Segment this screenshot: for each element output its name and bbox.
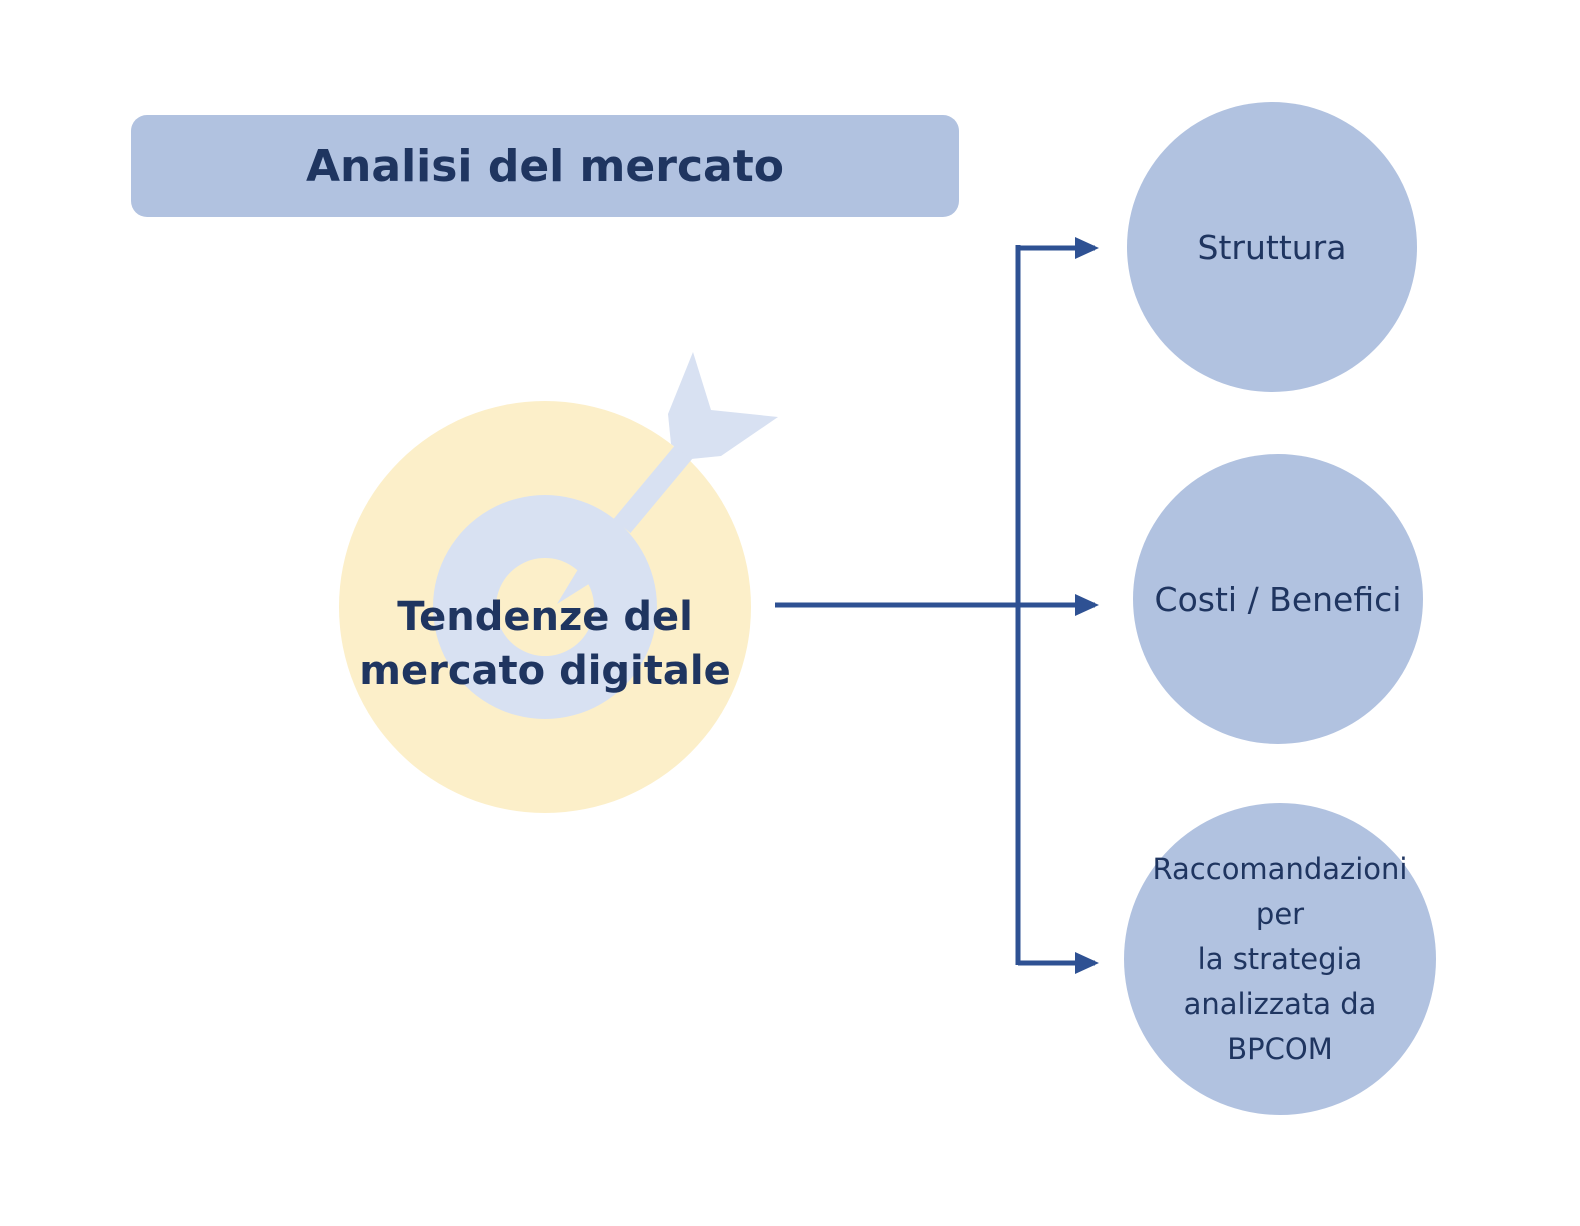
arrow-shaft [613,434,701,534]
node-label: Struttura [1197,227,1347,267]
target-with-arrow-icon [339,352,778,813]
node-struttura: Struttura [1127,102,1417,392]
connectors [775,237,1099,974]
target-inner-ring [432,495,657,719]
node-label: Costi / Benefici [1154,579,1402,619]
node-label: Raccomandazioni per la strategia analizz… [1152,851,1408,1066]
node-costi-benefici: Costi / Benefici [1133,454,1423,744]
diagram-title: Analisi del mercato [306,140,784,192]
arrow-tip [557,566,592,604]
arrow-fletching [668,352,778,459]
center-label: Tendenze del mercato digitale [359,594,731,694]
node-raccomandazioni: Raccomandazioni per la strategia analizz… [1124,803,1436,1115]
title-box: Analisi del mercato [131,115,959,217]
